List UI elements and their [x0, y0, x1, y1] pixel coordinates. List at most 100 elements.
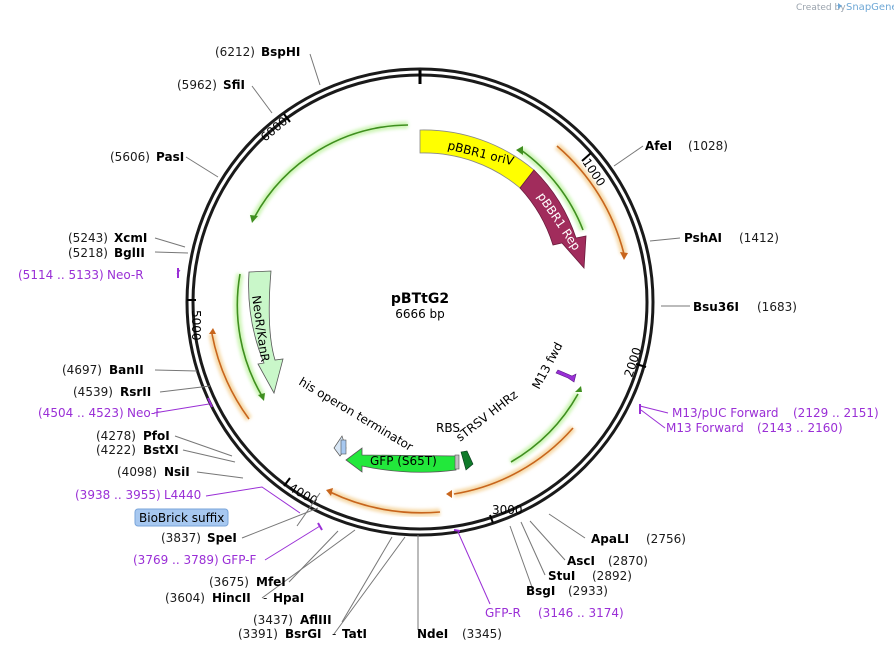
enzyme-label-apali[interactable]: ApaLI (2756): [591, 532, 686, 546]
enzyme-label-mfei[interactable]: (3675) MfeI: [209, 575, 286, 589]
enzyme-label-afei[interactable]: AfeI (1028): [645, 139, 728, 153]
enzyme-name: SpeI: [207, 531, 237, 545]
enzyme-name-b: HpaI: [273, 591, 304, 605]
enzyme-label-stui[interactable]: StuI (2892): [548, 569, 632, 583]
enzyme-label-nsii[interactable]: (4098) NsiI: [117, 465, 190, 479]
tick-2000: [635, 363, 647, 368]
enzyme-label-pasi[interactable]: (5606) PasI: [110, 150, 184, 164]
strsv-hhrz-feature[interactable]: [460, 450, 474, 471]
terminator-box: [340, 439, 347, 455]
enzyme-position: (4098): [117, 465, 157, 479]
enzyme-label-hincii-hpai[interactable]: (3604) HincII - HpaI: [165, 591, 304, 605]
enzyme-name: Bsu36I: [693, 300, 739, 314]
enzyme-label-bglii[interactable]: (5218) BglII: [68, 246, 145, 260]
primer-range: (3146 .. 3174): [538, 606, 624, 620]
enzyme-position: (2756): [646, 532, 686, 546]
enzyme-label-asci[interactable]: AscI (2870): [567, 554, 648, 568]
enzyme-label-banii[interactable]: (4697) BanII: [62, 363, 144, 377]
enzyme-separator: -: [332, 627, 336, 641]
enzyme-position: (6212): [215, 45, 255, 59]
tick-label-5000: 5000: [189, 310, 203, 341]
tick-4000: [283, 477, 291, 487]
connectors-right: [417, 145, 690, 630]
enzyme-name: NsiI: [164, 465, 190, 479]
enzyme-position: (3437): [253, 613, 293, 627]
enzyme-label-pfoi[interactable]: (4278) PfoI: [96, 429, 170, 443]
enzyme-position: (5606): [110, 150, 150, 164]
primer-label-m13-forward[interactable]: M13 Forward (2143 .. 2160): [666, 421, 843, 435]
his-operon-terminator-label: his operon terminator: [296, 375, 415, 454]
gfp-s65t-label: GFP (S65T): [370, 454, 437, 468]
biobrick-suffix-label: BioBrick suffix: [139, 511, 224, 525]
enzyme-name: StuI: [548, 569, 575, 583]
enzyme-name: BsgI: [526, 584, 555, 598]
enzyme-position: (4697): [62, 363, 102, 377]
enzyme-name: PasI: [156, 150, 184, 164]
green-orfs: [233, 121, 587, 466]
primer-label-neo-r[interactable]: (5114 .. 5133) Neo-R: [18, 268, 144, 282]
primer-range: (5114 .. 5133): [18, 268, 104, 282]
enzyme-name: AflIII: [300, 613, 332, 627]
biobrick-suffix-badge[interactable]: [134, 508, 229, 527]
primer-name: GFP-F: [222, 553, 257, 567]
enzyme-position: (2933): [568, 584, 608, 598]
primer-range: (3938 .. 3955): [75, 488, 161, 502]
primer-label-gfp-r[interactable]: GFP-R (3146 .. 3174): [485, 606, 624, 620]
enzyme-position: (1412): [739, 231, 779, 245]
enzyme-label-bsphi[interactable]: (6212) BspHI: [215, 45, 300, 59]
m13-fwd-label: M13 fwd: [529, 340, 565, 392]
enzyme-label-afliii[interactable]: (3437) AflIII: [253, 613, 332, 627]
backbone-outer: [185, 67, 655, 537]
primer-range: (2129 .. 2151): [793, 406, 879, 420]
enzyme-name: SfiI: [223, 78, 245, 92]
m13-fwd-feature[interactable]: [555, 369, 577, 383]
primer-range: (2143 .. 2160): [757, 421, 843, 435]
enzyme-name-b: TatI: [342, 627, 367, 641]
enzyme-position: (2892): [592, 569, 632, 583]
enzyme-name: RsrII: [120, 385, 151, 399]
strsv-hhrz-label: sTRSV HHRz: [453, 388, 520, 445]
enzyme-name: BglII: [114, 246, 145, 260]
enzyme-name: BstXI: [143, 443, 179, 457]
primer-name: M13/pUC Forward: [672, 406, 779, 420]
tick-6000: [283, 113, 291, 123]
enzyme-label-bsrgi-tati[interactable]: (3391) BsrGI - TatI: [238, 627, 367, 641]
enzyme-position: (5243): [68, 231, 108, 245]
primer-label-m13-puc-forward[interactable]: M13/pUC Forward (2129 .. 2151): [672, 406, 879, 420]
rbs-feature[interactable]: [454, 454, 460, 470]
enzyme-label-bsu36i[interactable]: Bsu36I (1683): [693, 300, 797, 314]
enzyme-position: (3675): [209, 575, 249, 589]
tick-1000: [581, 152, 592, 162]
enzyme-name: ApaLI: [591, 532, 629, 546]
primer-label-neo-f[interactable]: (4504 .. 4523) Neo-F: [38, 406, 162, 420]
enzyme-position: (1683): [757, 300, 797, 314]
primer-name: Neo-R: [107, 268, 144, 282]
enzyme-label-pshai[interactable]: PshAI (1412): [684, 231, 779, 245]
enzyme-label-ndei[interactable]: NdeI (3345): [417, 627, 502, 641]
enzyme-label-rsrii[interactable]: (4539) RsrII: [73, 385, 151, 399]
enzyme-name: AscI: [567, 554, 595, 568]
orange-orfs: [208, 143, 628, 517]
enzyme-position: (4539): [73, 385, 113, 399]
primer-label-l4440[interactable]: (3938 .. 3955) L4440: [75, 488, 201, 502]
snapgene-logo-icon: [838, 3, 842, 9]
primer-label-gfp-f[interactable]: (3769 .. 3789) GFP-F: [133, 553, 257, 567]
pbbr1-rep-feature[interactable]: [519, 169, 587, 269]
enzyme-name: MfeI: [256, 575, 286, 589]
enzyme-name-a: HincII: [212, 591, 251, 605]
rbs-label: RBS: [436, 421, 460, 435]
enzyme-name: PshAI: [684, 231, 722, 245]
enzyme-separator: -: [263, 591, 267, 605]
enzyme-label-sfii[interactable]: (5962) SfiI: [177, 78, 245, 92]
gfp-s65t-feature[interactable]: [345, 447, 457, 473]
enzyme-label-bsgi[interactable]: BsgI (2933): [526, 584, 608, 598]
enzyme-label-xcmi[interactable]: (5243) XcmI: [68, 231, 147, 245]
primer-name: M13 Forward: [666, 421, 744, 435]
primer-name: L4440: [164, 488, 201, 502]
enzyme-position: (5962): [177, 78, 217, 92]
enzyme-label-spei[interactable]: (3837) SpeI: [161, 531, 237, 545]
enzyme-label-bstxi[interactable]: (4222) BstXI: [96, 443, 179, 457]
neor-kanr-feature[interactable]: [248, 270, 284, 395]
credit-brand: SnapGene: [846, 2, 894, 13]
